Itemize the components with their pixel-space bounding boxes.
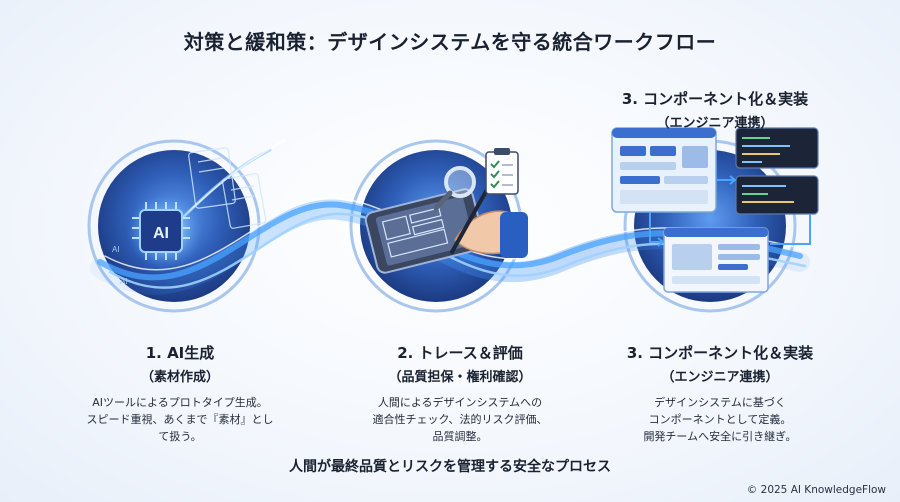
step3-sub: （エンジニア連携） <box>661 370 779 385</box>
desc-line: デザインシステムに基づく <box>654 396 786 409</box>
mini-label: AI <box>112 245 120 254</box>
clipboard-icon <box>485 148 519 195</box>
step3-heading: 3. コンポーネント化＆実装 <box>626 344 814 362</box>
ui-window-icon <box>663 227 769 293</box>
page-title: 対策と緩和策：デザインシステムを守る統合ワークフロー <box>183 30 717 54</box>
step2-sub: （品質担保・権利確認） <box>388 370 532 385</box>
desc-line: て扱う。 <box>158 430 202 443</box>
step2-text: 2. トレース＆評価 （品質担保・権利確認） 人間によるデザインシステムへの 適… <box>340 342 580 445</box>
copyright: © 2025 AI KnowledgeFlow <box>746 484 886 496</box>
step1-heading: 1. AI生成 <box>145 344 215 362</box>
step3-text: 3. コンポーネント化＆実装 （エンジニア連携） デザインシステムに基づく コン… <box>600 342 840 445</box>
tablet-icon <box>364 188 486 274</box>
desc-line: AIツールによるプロトタイプ生成。 <box>92 396 268 409</box>
step1-desc: AIツールによるプロトタイプ生成。 スピード重視、あくまで『素材』とし て扱う。 <box>60 394 300 445</box>
summary-text: 人間が最終品質とリスクを管理する安全なプロセス <box>289 459 611 475</box>
chip-label: AI <box>153 225 169 242</box>
step3-top-label: 3. コンポーネント化＆実装 （エンジニア連携） <box>590 88 840 131</box>
magnifier-icon <box>433 166 476 211</box>
step2-heading: 2. トレース＆評価 <box>397 344 523 362</box>
desc-line: 開発チームへ安全に引き継ぎ。 <box>643 430 797 443</box>
mini-label: AI <box>120 277 128 286</box>
code-window-icon <box>735 175 819 215</box>
desc-line: 品質調整。 <box>432 430 488 443</box>
desc-line: 人間によるデザインシステムへの <box>377 396 543 409</box>
flow-arrows <box>649 175 811 247</box>
code-window-icon <box>735 127 819 169</box>
desc-line: 適合性チェック、法的リスク評価、 <box>372 413 548 426</box>
step3-top-heading: 3. コンポーネント化＆実装 <box>621 90 809 108</box>
step1-sub: （素材作成） <box>140 370 219 385</box>
ai-chip-icon: AI <box>127 194 203 270</box>
ui-window-icon <box>611 127 717 213</box>
desc-line: コンポーネントとして定義。 <box>648 413 792 426</box>
desc-line: スピード重視、あくまで『素材』とし <box>86 413 274 426</box>
wireframe-sketch-icon <box>188 147 267 229</box>
step1-text: 1. AI生成 （素材作成） AIツールによるプロトタイプ生成。 スピード重視、… <box>60 342 300 445</box>
step3-top-sub: （エンジニア連携） <box>656 116 774 131</box>
step2-desc: 人間によるデザインシステムへの 適合性チェック、法的リスク評価、 品質調整。 <box>340 394 580 445</box>
step3-desc: デザインシステムに基づく コンポーネントとして定義。 開発チームへ安全に引き継ぎ… <box>600 394 840 445</box>
